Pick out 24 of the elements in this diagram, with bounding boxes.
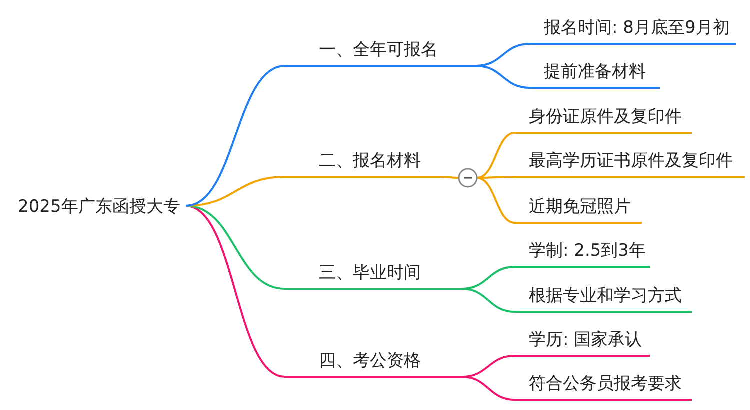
topic-label: 学制: 2.5到3年 xyxy=(529,240,646,262)
topic-label: 学历: 国家承认 xyxy=(529,329,642,351)
branch-line xyxy=(440,176,460,179)
branch-line xyxy=(462,355,516,378)
topic-label: 提前准备材料 xyxy=(544,61,646,83)
branch-line xyxy=(476,177,516,224)
topic-label: 身份证原件及复印件 xyxy=(529,106,682,128)
topic-label: 四、考公资格 xyxy=(319,350,421,372)
branch-line xyxy=(186,65,286,207)
topic-label: 近期免冠照片 xyxy=(529,196,631,218)
topic-label: 一、全年可报名 xyxy=(319,39,438,61)
branch-line xyxy=(462,266,516,290)
topic-label: 二、报名材料 xyxy=(319,150,421,172)
branch-line xyxy=(477,176,515,179)
collapse-circle xyxy=(458,168,478,188)
branch-line xyxy=(186,205,286,378)
branch-line xyxy=(476,132,516,179)
topic-label: 根据专业和学习方式 xyxy=(529,285,682,307)
branch-line xyxy=(476,43,530,67)
topic-label: 最高学历证书原件及复印件 xyxy=(529,150,733,172)
topic-label: 符合公务员报考要求 xyxy=(529,373,682,395)
topic-label: 三、毕业时间 xyxy=(319,262,421,284)
topic-label: 报名时间: 8月底至9月初 xyxy=(544,17,730,39)
topic-label: 2025年广东函授大专 xyxy=(18,196,180,218)
